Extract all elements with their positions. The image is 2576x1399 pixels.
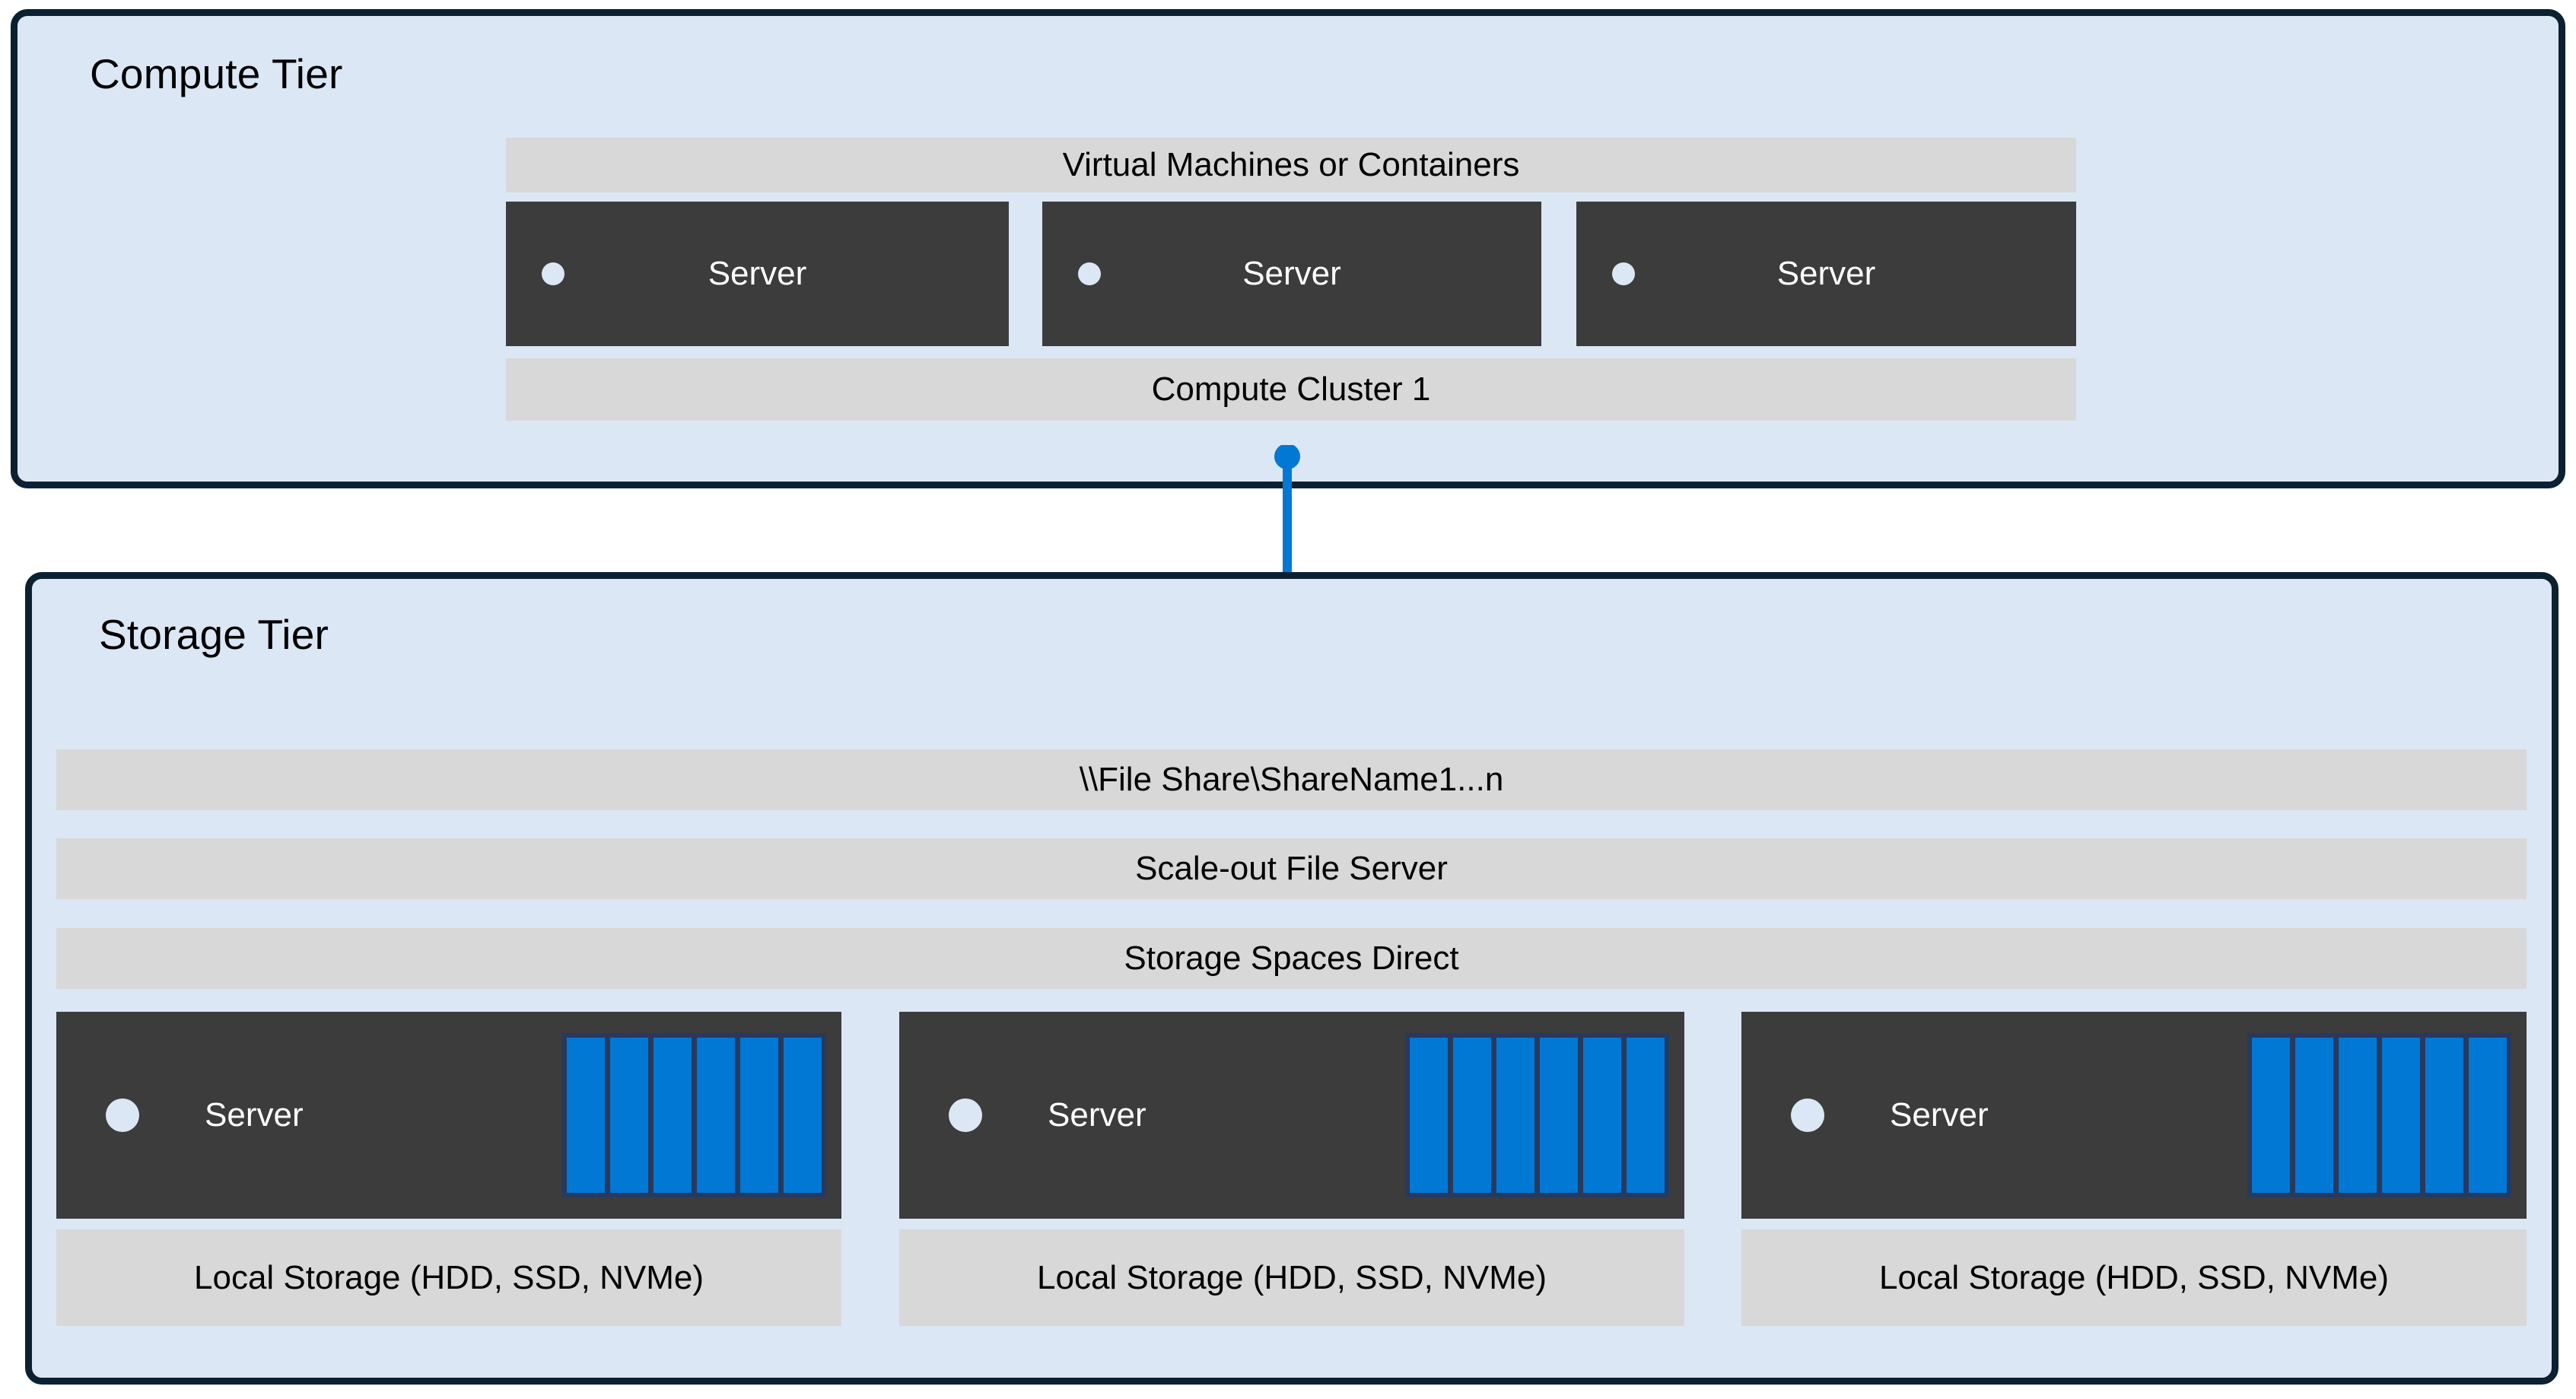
- disk-array: [1405, 1033, 1669, 1197]
- virtual-machines-band: Virtual Machines or Containers: [506, 138, 2076, 192]
- local-storage-band-label: Local Storage (HDD, SSD, NVMe): [194, 1258, 704, 1296]
- disk-drive: [567, 1038, 605, 1193]
- compute-server-node[interactable]: Server: [1042, 202, 1541, 346]
- disk-drive: [2425, 1038, 2463, 1193]
- disk-drive: [2295, 1038, 2333, 1193]
- storage-node: Server Local Storage (HDD, SSD, NVMe): [1741, 1012, 2527, 1326]
- disk-drive: [2339, 1038, 2377, 1193]
- file-share-band-label: \\File Share\ShareName1...n: [1079, 761, 1504, 798]
- status-led-icon: [1791, 1099, 1824, 1132]
- disk-array: [2247, 1033, 2511, 1197]
- disk-drive: [2469, 1038, 2507, 1193]
- storage-spaces-direct-band: Storage Spaces Direct: [56, 928, 2527, 989]
- status-led-icon: [949, 1099, 982, 1132]
- disk-drive: [1453, 1038, 1491, 1193]
- disk-array: [562, 1033, 826, 1197]
- file-share-band: \\File Share\ShareName1...n: [56, 749, 2527, 810]
- disk-drive: [1627, 1038, 1665, 1193]
- storage-node: Server Local Storage (HDD, SSD, NVMe): [899, 1012, 1684, 1326]
- status-led-icon: [106, 1099, 139, 1132]
- storage-node: Server Local Storage (HDD, SSD, NVMe): [56, 1012, 841, 1326]
- disk-drive: [740, 1038, 778, 1193]
- local-storage-band: Local Storage (HDD, SSD, NVMe): [56, 1229, 841, 1326]
- status-led-icon: [1612, 262, 1635, 285]
- storage-server-label: Server: [1890, 1096, 1989, 1134]
- disk-drive: [1496, 1038, 1534, 1193]
- storage-server-label: Server: [205, 1096, 304, 1134]
- disk-drive: [654, 1038, 692, 1193]
- disk-drive: [784, 1038, 822, 1193]
- disk-drive: [2252, 1038, 2290, 1193]
- local-storage-band-label: Local Storage (HDD, SSD, NVMe): [1879, 1258, 2389, 1296]
- status-led-icon: [1078, 262, 1101, 285]
- scale-out-file-server-band-label: Scale-out File Server: [1135, 850, 1448, 887]
- compute-server-node[interactable]: Server: [506, 202, 1009, 346]
- local-storage-band: Local Storage (HDD, SSD, NVMe): [1741, 1229, 2527, 1326]
- virtual-machines-band-label: Virtual Machines or Containers: [1062, 146, 1520, 183]
- compute-cluster-band: Compute Cluster 1: [506, 358, 2076, 421]
- compute-server-node[interactable]: Server: [1576, 202, 2076, 346]
- compute-cluster-band-label: Compute Cluster 1: [1151, 370, 1431, 408]
- compute-tier-title: Compute Tier: [90, 50, 343, 97]
- compute-server-label: Server: [1776, 255, 1876, 292]
- storage-server-label: Server: [1048, 1096, 1146, 1134]
- storage-server-node[interactable]: Server: [899, 1012, 1684, 1219]
- disk-drive: [2382, 1038, 2420, 1193]
- local-storage-band: Local Storage (HDD, SSD, NVMe): [899, 1229, 1684, 1326]
- disk-drive: [697, 1038, 735, 1193]
- storage-server-node[interactable]: Server: [1741, 1012, 2527, 1219]
- compute-server-label: Server: [1242, 255, 1341, 292]
- scale-out-file-server-band: Scale-out File Server: [56, 838, 2527, 899]
- disk-drive: [1583, 1038, 1621, 1193]
- disk-drive: [610, 1038, 648, 1193]
- storage-spaces-direct-band-label: Storage Spaces Direct: [1124, 940, 1459, 977]
- disk-drive: [1410, 1038, 1448, 1193]
- storage-tier-title: Storage Tier: [99, 611, 329, 658]
- disk-drive: [1540, 1038, 1578, 1193]
- storage-server-node[interactable]: Server: [56, 1012, 841, 1219]
- local-storage-band-label: Local Storage (HDD, SSD, NVMe): [1037, 1258, 1547, 1296]
- status-led-icon: [542, 262, 564, 285]
- compute-server-label: Server: [708, 255, 807, 292]
